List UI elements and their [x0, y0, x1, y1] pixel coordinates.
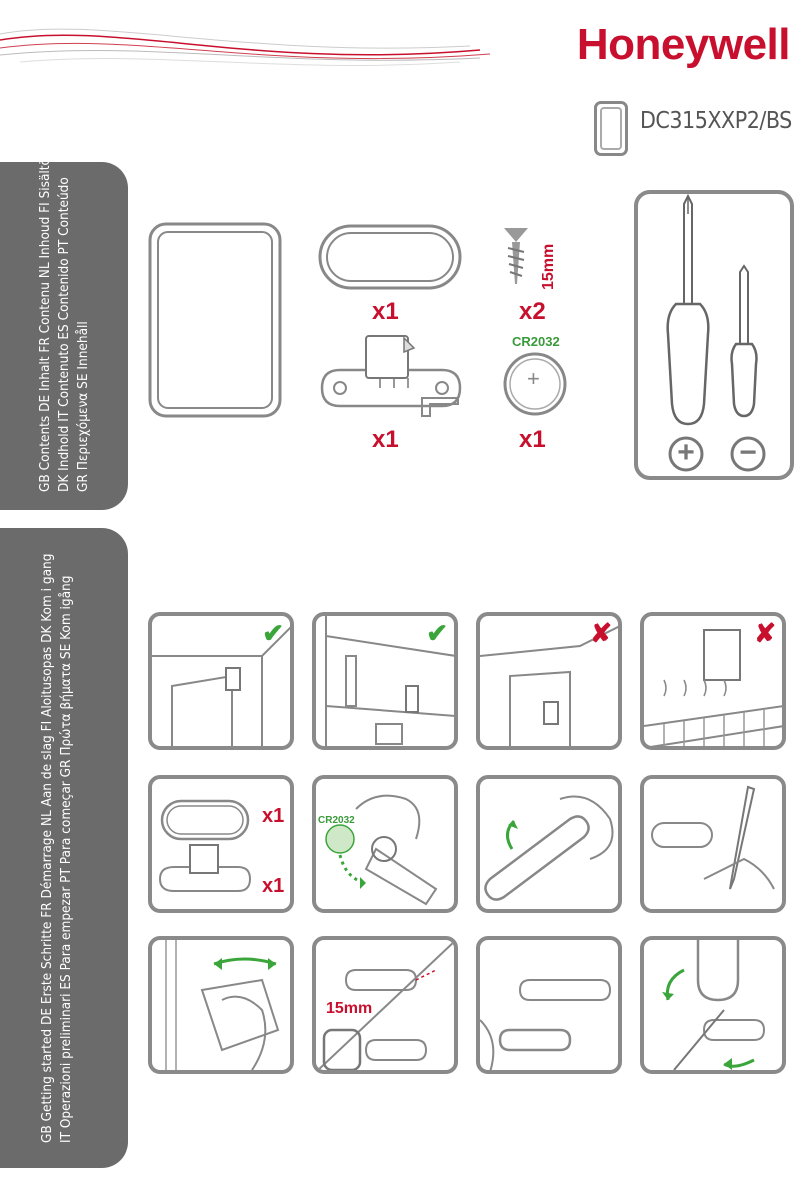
brand-swoosh-graphic	[0, 28, 491, 66]
screws-qty: x2	[519, 298, 546, 325]
check-icon: ✔	[262, 618, 284, 648]
brand-logo: Honeywell	[576, 20, 791, 69]
mounting-frame-icon	[148, 222, 282, 418]
step-qty-1: x1	[262, 805, 285, 827]
step-panel-5: x1 x1	[148, 775, 294, 913]
cross-icon: ✘	[754, 618, 776, 648]
insert-battery-illustration	[325, 794, 438, 906]
getting-started-heading: GB Getting started DE Erste Schritte FR …	[39, 553, 74, 1143]
step-battery-label: CR2032	[318, 815, 355, 826]
pen-tab-illustration	[651, 785, 775, 890]
step-panel-2: ✔	[312, 612, 458, 750]
push-button-icon	[318, 224, 462, 290]
mounting-bracket-icon	[320, 335, 462, 417]
clean-surface-illustration	[165, 940, 280, 1070]
step-panel-7	[476, 775, 622, 913]
step-qty-2: x1	[262, 875, 285, 897]
screw-length: 15mm	[540, 243, 557, 290]
parts-illustration	[158, 799, 252, 892]
device-outline-icon	[594, 101, 628, 156]
step-panel-12	[640, 936, 786, 1074]
push-button-qty: x1	[372, 298, 399, 325]
step-panel-8	[640, 775, 786, 913]
step-panel-11	[476, 936, 622, 1074]
step-panel-9	[148, 936, 294, 1074]
step-panel-3: ✘	[476, 612, 622, 750]
attach-button-illustration	[480, 979, 612, 1070]
model-code: DC315XXP2/BS	[640, 108, 792, 134]
metal-door-illustration	[480, 625, 618, 746]
check-icon: ✔	[426, 618, 448, 648]
step-panel-4: ✘	[640, 612, 786, 750]
door-frame-illustration	[152, 626, 290, 746]
step-screw-size: 15mm	[326, 1000, 373, 1017]
open-button-illustration	[484, 795, 614, 901]
shelf-illustration	[325, 616, 454, 746]
battery-label: CR2032	[512, 334, 560, 349]
contents-heading: GB Contents DE Inhalt FR Contenu NL Inho…	[37, 158, 91, 492]
screwdrivers-icon	[666, 194, 766, 472]
battery-qty: x1	[519, 426, 546, 453]
cross-icon: ✘	[590, 618, 612, 648]
tools-box: + −	[634, 190, 794, 480]
step-panel-10: 15mm	[312, 936, 458, 1074]
screw-icon	[504, 228, 528, 284]
battery-icon	[503, 352, 567, 416]
contents-tab: GB Contents DE Inhalt FR Contenu NL Inho…	[0, 158, 128, 510]
radiator-illustration	[644, 629, 782, 746]
step-panel-1: ✔	[148, 612, 294, 750]
screw-mount-illustration	[316, 940, 454, 1070]
phillips-icon: +	[677, 436, 695, 469]
getting-started-tab: GB Getting started DE Erste Schritte FR …	[0, 528, 128, 1168]
battery-plus: +	[527, 366, 540, 391]
flathead-icon: −	[739, 436, 757, 469]
step-panel-6: CR2032	[312, 775, 458, 913]
remove-button-illustration	[662, 940, 766, 1070]
bracket-qty: x1	[372, 426, 399, 453]
